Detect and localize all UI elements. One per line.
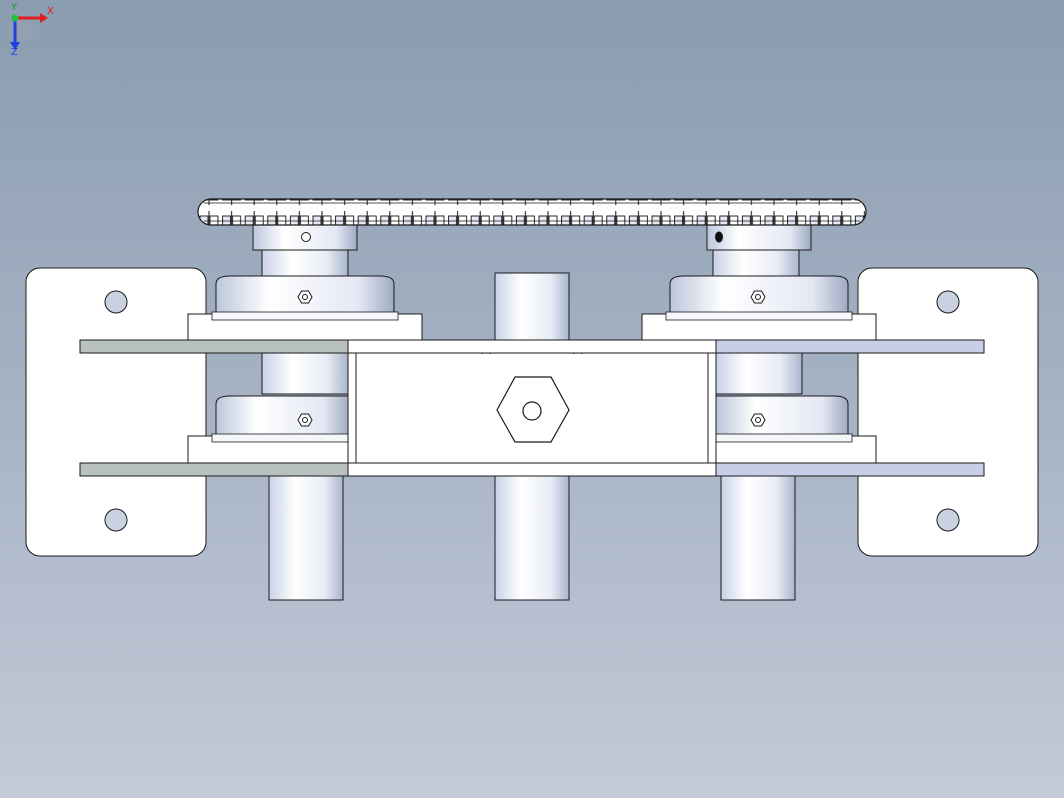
left-bracket-lower-hole xyxy=(104,508,128,532)
right-mounting-bracket xyxy=(857,267,1039,557)
upper-plate-center-section xyxy=(347,339,717,354)
right-bracket-upper-hole xyxy=(936,290,960,314)
y-axis-label: Y xyxy=(10,2,18,13)
center-upper-shaft xyxy=(494,272,570,346)
right-upper-hex-nut-icon xyxy=(750,290,766,304)
right-bearing-stack xyxy=(641,223,877,464)
upper-plate-left-section xyxy=(79,339,349,354)
left-upper-hex-nut-icon xyxy=(297,290,313,304)
left-lower-hex-nut-icon xyxy=(297,413,313,427)
right-lower-shaft xyxy=(720,475,796,601)
upper-plate-right-section xyxy=(715,339,985,354)
lower-plate-center-section xyxy=(347,462,717,477)
center-lower-shaft xyxy=(494,475,570,601)
roller-chain xyxy=(197,198,867,226)
orientation-triad: X Y Z xyxy=(10,2,54,56)
x-axis-label: X xyxy=(47,6,54,17)
z-axis-label: Z xyxy=(11,47,18,56)
lower-plate-right-section xyxy=(715,462,985,477)
right-bracket-lower-hole xyxy=(936,508,960,532)
lower-plate-left-section xyxy=(79,462,349,477)
center-hex-nut-icon xyxy=(496,376,570,443)
left-lower-shaft xyxy=(268,475,344,601)
y-axis-dot-icon xyxy=(11,14,19,22)
left-mounting-bracket xyxy=(25,267,207,557)
left-bracket-upper-hole xyxy=(104,290,128,314)
right-lower-hex-nut-icon xyxy=(750,413,766,427)
